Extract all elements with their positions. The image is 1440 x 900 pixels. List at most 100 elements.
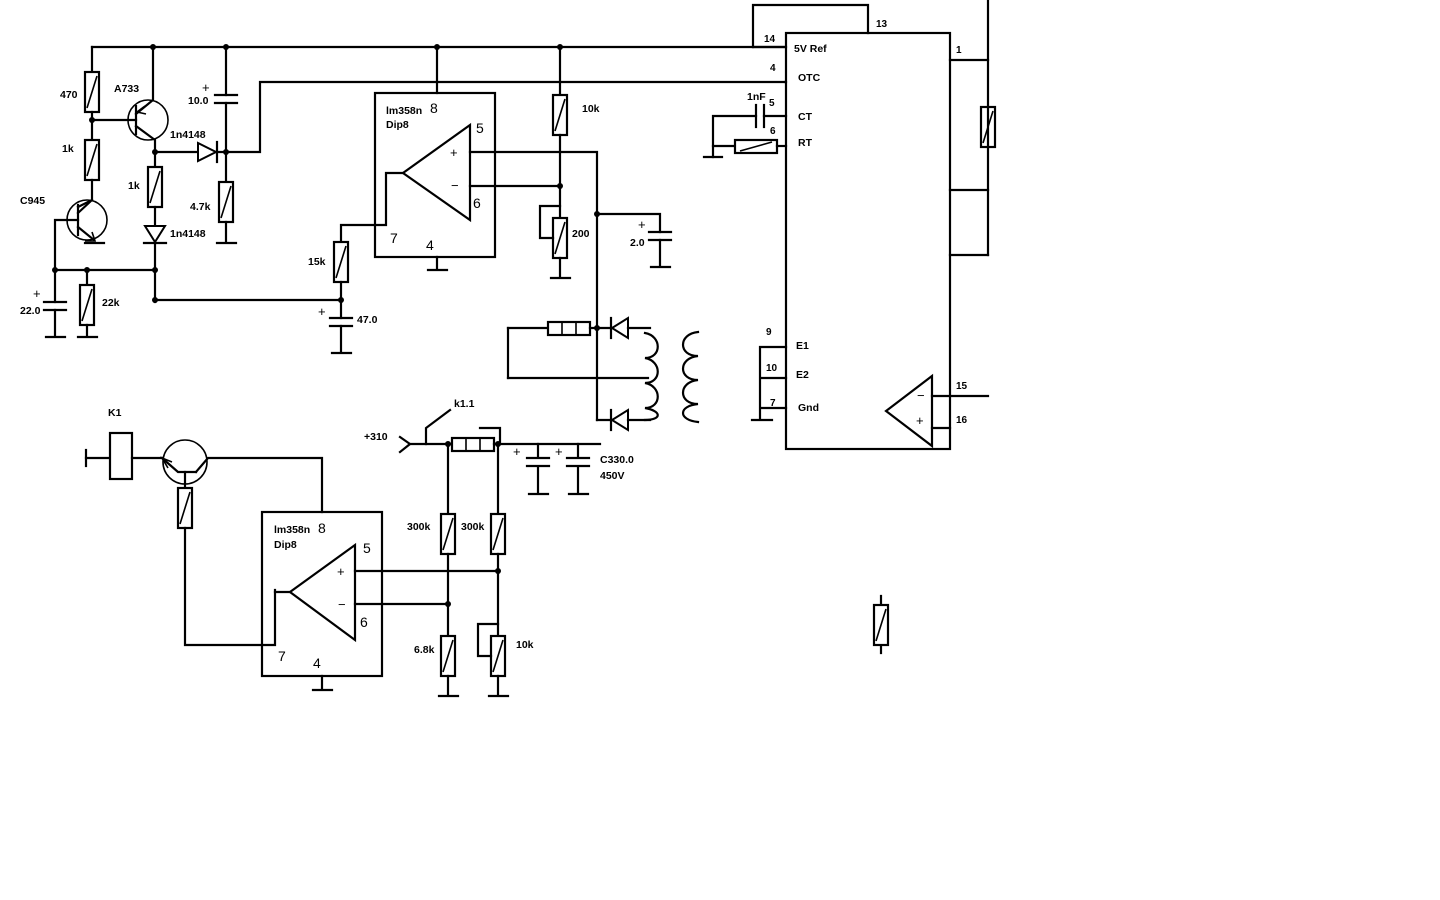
- label-a733: A733: [114, 83, 139, 95]
- label-c-1nf: 1nF: [747, 91, 766, 103]
- trimmer-10k: [476, 622, 507, 678]
- transformer-primary: [681, 330, 700, 424]
- diode-1n4148-a: [197, 140, 219, 164]
- pin-7-num: 7: [770, 398, 776, 409]
- label-r-1k-b: 1k: [128, 180, 140, 192]
- lower-opamp-pin4: 4: [313, 655, 321, 671]
- pin-4-num: 4: [770, 63, 776, 74]
- upper-opamp-section: lm358n Dip8 8 5 6 7 4 + − 15k + 47.0: [308, 45, 673, 422]
- upper-opamp-chip: [373, 91, 497, 259]
- label-1n4148-b: 1n4148: [170, 228, 206, 240]
- pin-13-num: 13: [876, 19, 888, 30]
- upper-opamp-triangle: [401, 122, 472, 223]
- lower-opamp-name: lm358n: [274, 524, 310, 536]
- capacitor-1nf: [754, 103, 766, 129]
- pin-10-num: 10: [766, 363, 778, 374]
- pin-6-num: 6: [770, 126, 776, 137]
- label-k1: K1: [108, 407, 122, 419]
- pin-ct-name: CT: [798, 111, 813, 123]
- upper-opamp-pin4: 4: [426, 237, 434, 253]
- label-r-300k-a: 300k: [407, 521, 431, 533]
- label-r-6-8k: 6.8k: [414, 644, 435, 656]
- label-r-300k-b: 300k: [461, 521, 485, 533]
- resistor-6-8k: [439, 634, 457, 678]
- label-c-22: 22.0: [20, 305, 41, 317]
- resistor-22k: [78, 283, 96, 327]
- trimmer-200: [538, 204, 569, 260]
- svg-text:−: −: [917, 388, 925, 403]
- pin-1-num: 1: [956, 45, 962, 56]
- lower-protection-section: K1 lm358n Dip8 8 5 6 7 4 + −: [84, 398, 634, 698]
- label-1n4148-a: 1n4148: [170, 129, 206, 141]
- label-c945: C945: [20, 195, 45, 207]
- svg-text:+: +: [318, 304, 326, 319]
- upper-opamp-pin6: 6: [473, 195, 481, 211]
- diode-rectifier-bottom: [609, 408, 629, 432]
- pin-otc-name: OTC: [798, 72, 821, 84]
- transformer-section: [506, 316, 700, 432]
- resistor-4-7k: [217, 180, 235, 224]
- lower-opamp-pin7: 7: [278, 648, 286, 664]
- fuse-lower: [450, 436, 496, 453]
- label-c-10: 10.0: [188, 95, 209, 107]
- label-r-200: 200: [572, 228, 590, 240]
- transistor-relay-driver: [160, 439, 324, 514]
- pin-14-num: 14: [764, 34, 776, 45]
- pin-16-num: 16: [956, 415, 968, 426]
- svg-text:+: +: [450, 145, 458, 160]
- fuse-upper: [546, 320, 592, 337]
- pin-5-num: 5: [769, 98, 775, 109]
- lower-opamp-pin8: 8: [318, 520, 326, 536]
- svg-text:−: −: [451, 178, 459, 193]
- label-r-10k-lower: 10k: [516, 639, 534, 651]
- upper-opamp-pin5: 5: [476, 120, 484, 136]
- pwm-controller: 14 13 5V Ref 4 OTC 1nF 5 CT 6 RT 9 E1 10…: [702, 0, 997, 451]
- svg-text:+: +: [555, 444, 563, 459]
- transistor-a733: [127, 45, 169, 154]
- svg-text:+: +: [337, 564, 345, 579]
- label-r-15k: 15k: [308, 256, 326, 268]
- resistor-base: [176, 486, 194, 530]
- diode-rectifier-top: [609, 316, 629, 340]
- lower-opamp-pin5: 5: [363, 540, 371, 556]
- label-c-47: 47.0: [357, 314, 378, 326]
- label-r-4-7k: 4.7k: [190, 201, 211, 213]
- label-c-330: C330.0: [600, 454, 634, 466]
- label-c-450v: 450V: [600, 470, 625, 482]
- resistor-rt: [733, 138, 779, 155]
- relay-k1-coil: [108, 431, 134, 481]
- lower-opamp-triangle: [288, 542, 357, 643]
- label-r-22k: 22k: [102, 297, 120, 309]
- pin-vref-name: 5V Ref: [794, 43, 827, 55]
- capacitor-bulk-b: +: [555, 442, 591, 496]
- pwm-error-amp: [884, 373, 934, 449]
- svg-text:+: +: [513, 444, 521, 459]
- label-r-10k-top: 10k: [582, 103, 600, 115]
- transformer-secondary: [643, 331, 659, 422]
- resistor-300k-b: [489, 512, 507, 556]
- label-c-2: 2.0: [630, 237, 645, 249]
- upper-opamp-pin7: 7: [390, 230, 398, 246]
- capacitor-47: +: [318, 304, 354, 328]
- pin-rt-name: RT: [798, 137, 813, 149]
- pin-e2-name: E2: [796, 369, 809, 381]
- label-r-470: 470: [60, 89, 78, 101]
- upper-power-section: 470 1k A733 1n4148: [20, 44, 787, 339]
- resistor-300k-a: [439, 512, 457, 556]
- resistor-10k-top: [551, 93, 569, 137]
- pin-9-num: 9: [766, 327, 772, 338]
- svg-text:+: +: [33, 286, 41, 301]
- lower-opamp-pin6: 6: [360, 614, 368, 630]
- label-k1-1: k1.1: [454, 398, 475, 410]
- resistor-1k-b: [146, 165, 164, 209]
- resistor-15k: [332, 240, 350, 284]
- upper-opamp-package: Dip8: [386, 119, 409, 131]
- svg-text:+: +: [638, 217, 646, 232]
- resistor-470: [83, 70, 101, 114]
- resistor-standalone: [872, 594, 890, 655]
- svg-text:+: +: [202, 80, 210, 95]
- diode-1n4148-b: [142, 225, 168, 245]
- lower-opamp-package: Dip8: [274, 539, 297, 551]
- pwm-chip-body: [784, 31, 952, 451]
